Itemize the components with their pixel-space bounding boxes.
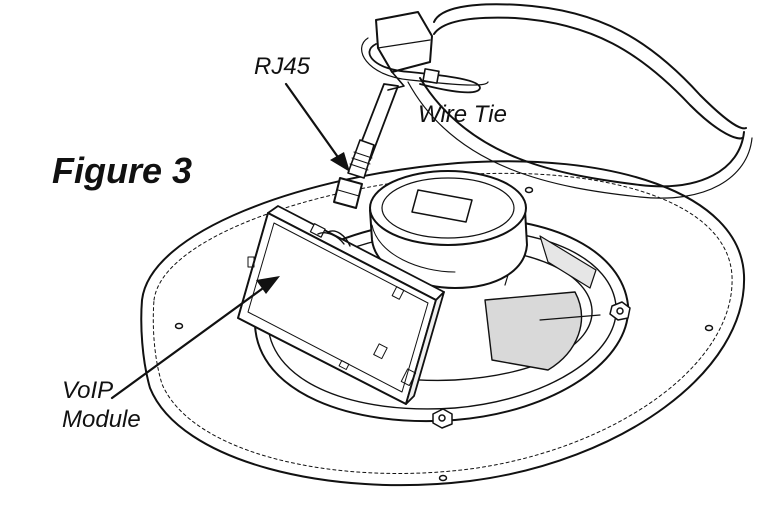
port-icon bbox=[400, 368, 417, 387]
rj45-label: RJ45 bbox=[254, 53, 311, 80]
mounting-hole bbox=[704, 324, 714, 332]
latch-tab bbox=[247, 256, 255, 268]
mounting-hole bbox=[438, 474, 448, 482]
bolt bbox=[609, 301, 631, 321]
mounting-hole bbox=[174, 322, 184, 330]
callout-arrows bbox=[110, 82, 350, 400]
rj45-leader bbox=[284, 82, 342, 162]
port-icon bbox=[391, 286, 405, 300]
network-cable bbox=[333, 3, 753, 209]
bolt bbox=[432, 408, 453, 429]
port-icon bbox=[373, 343, 388, 360]
speaker-magnet bbox=[369, 170, 528, 289]
wire-tie-head bbox=[422, 68, 440, 84]
port-icon bbox=[338, 360, 350, 370]
voip-label-line1: VoIP bbox=[62, 377, 114, 404]
speaker-basket bbox=[254, 216, 631, 429]
voip-leader bbox=[110, 284, 268, 400]
voip-label-line2: Module bbox=[62, 406, 141, 433]
voip-arrowhead bbox=[256, 276, 280, 294]
wire-tie bbox=[361, 37, 489, 94]
mounting-hole bbox=[524, 186, 534, 194]
rj45-arrowhead bbox=[330, 152, 350, 172]
wire-tie-label: Wire Tie bbox=[418, 101, 507, 128]
voip-module bbox=[237, 205, 445, 405]
figure-title: Figure 3 bbox=[52, 150, 193, 191]
